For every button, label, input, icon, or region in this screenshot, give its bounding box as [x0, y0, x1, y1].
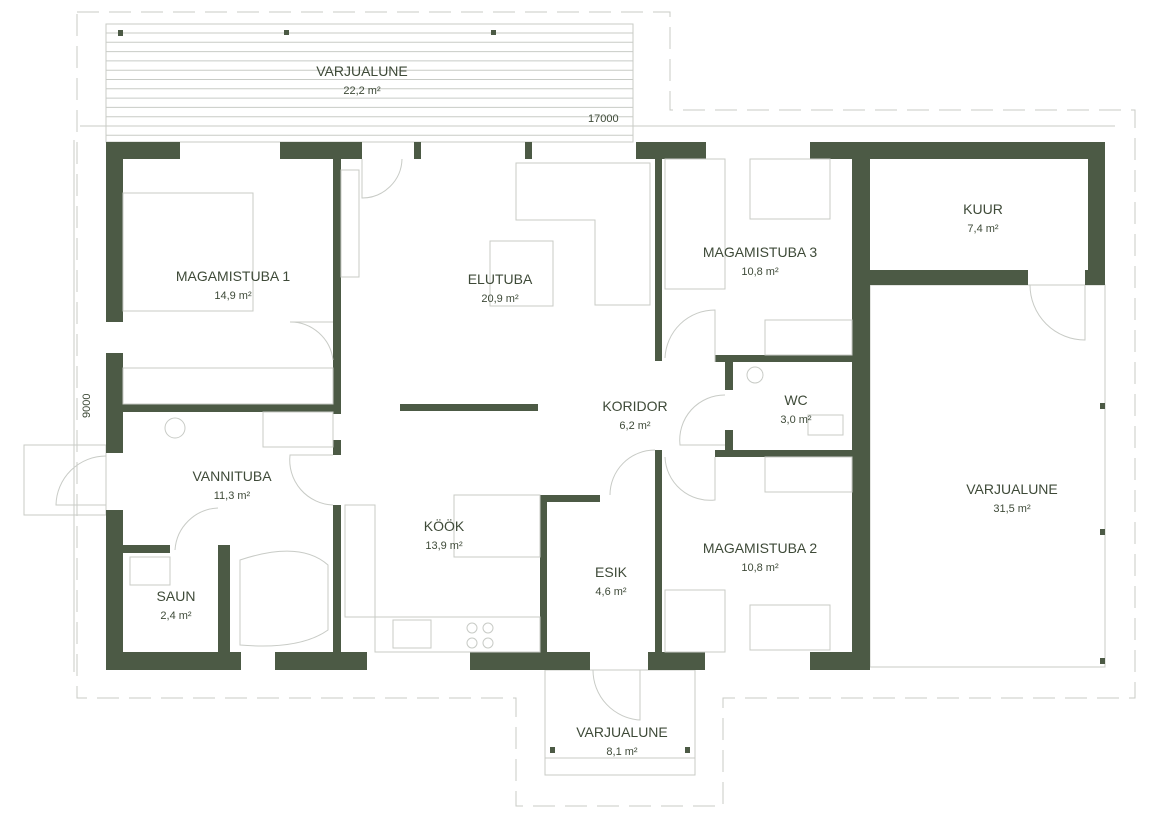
room-name: MAGAMISTUBA 1 [176, 268, 291, 284]
room-area: 31,5 m² [993, 503, 1031, 515]
post [550, 747, 555, 753]
post [685, 747, 690, 753]
sauna-stove-icon [129, 556, 171, 586]
bathtub-icon [239, 550, 329, 647]
room-name: MAGAMISTUBA 3 [703, 244, 818, 260]
sink-icon [392, 619, 432, 649]
room-area: 8,1 m² [606, 746, 638, 758]
room-area: 6,2 m² [619, 420, 651, 432]
room-name: ESIK [595, 564, 628, 580]
bed-icon [664, 158, 726, 290]
post [1100, 658, 1105, 664]
sofa-icon [515, 162, 651, 306]
room-area: 2,4 m² [160, 610, 192, 622]
room-name: KÖÖK [424, 517, 465, 534]
room-area: 14,9 m² [214, 290, 252, 302]
room-name: VARJUALUNE [316, 63, 408, 79]
room-name: VANNITUBA [192, 468, 272, 484]
dimension-depth: 9000 [81, 394, 93, 418]
room-name: KUUR [963, 201, 1003, 217]
terrace-deck-top [105, 23, 634, 143]
room-name: VARJUALUNE [576, 724, 668, 740]
room-name: WC [784, 392, 807, 408]
room-name: VARJUALUNE [966, 481, 1058, 497]
room-area: 10,8 m² [741, 562, 779, 574]
room-area: 7,4 m² [967, 223, 999, 235]
room-name: ELUTUBA [468, 271, 533, 287]
bed-icon [122, 192, 254, 312]
room-area: 11,3 m² [214, 490, 251, 502]
bed-icon [664, 589, 726, 653]
room-area: 10,8 m² [741, 266, 779, 278]
desk-icon [749, 158, 831, 220]
desk-icon [749, 604, 831, 651]
room-name: SAUN [157, 588, 196, 604]
dining-table-icon [453, 494, 541, 558]
dimension-width: 17000 [588, 113, 619, 125]
room-labels: VARJUALUNE 22,2 m² MAGAMISTUBA 1 14,9 m²… [157, 63, 1058, 758]
room-area: 13,9 m² [425, 540, 463, 552]
walls [106, 142, 1105, 670]
room-area: 22,2 m² [343, 85, 381, 97]
post [491, 30, 496, 35]
room-area: 20,9 m² [481, 293, 519, 305]
roof-outline [76, 11, 1136, 807]
room-area: 3,0 m² [780, 414, 812, 426]
furniture [55, 158, 1086, 721]
toilet-icon [807, 414, 844, 436]
room-name: MAGAMISTUBA 2 [703, 540, 818, 556]
post [1100, 403, 1105, 409]
post [284, 30, 289, 35]
post [118, 30, 123, 35]
kitchen-counter-icon [374, 616, 541, 653]
coffee-table-icon [489, 240, 554, 307]
washbasin-icon [164, 417, 186, 439]
washbasin-icon [746, 366, 764, 384]
porch [544, 669, 696, 776]
room-area: 4,6 m² [595, 586, 627, 598]
room-name: KORIDOR [602, 398, 667, 414]
terrace-right [869, 284, 1106, 668]
post [1100, 529, 1105, 535]
side-step [23, 444, 107, 516]
